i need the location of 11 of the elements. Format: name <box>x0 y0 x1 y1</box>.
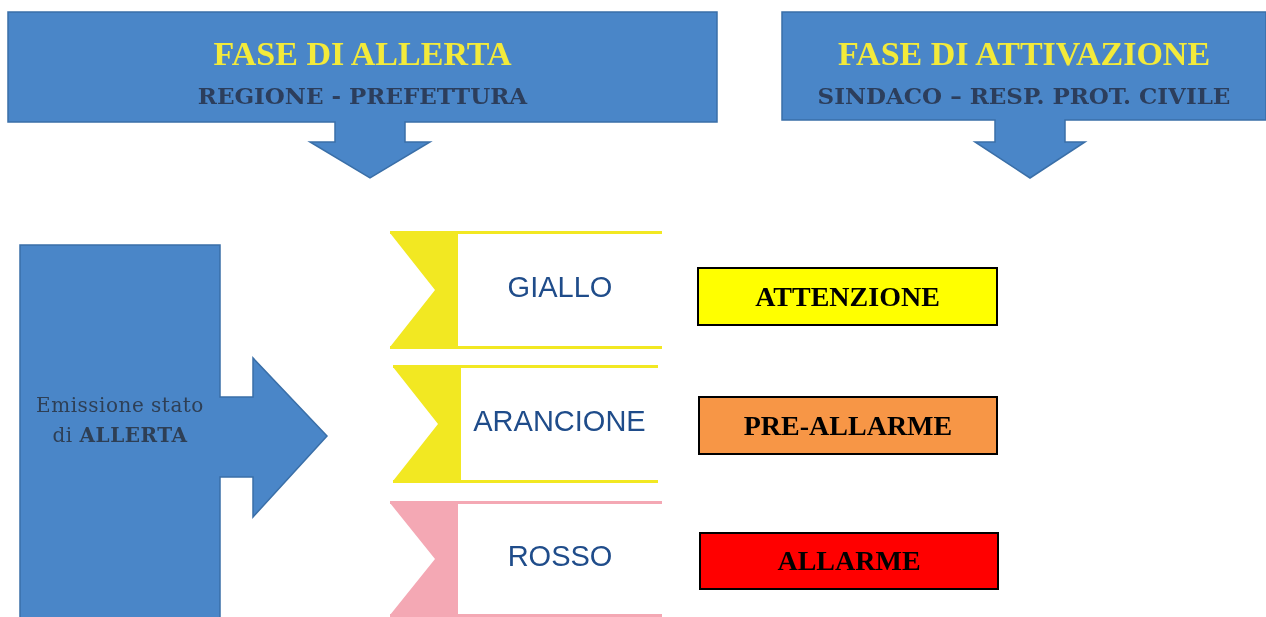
level-label: GIALLO <box>507 270 613 304</box>
phase-subtitle: SINDACO – RESP. PROT. CIVILE <box>817 81 1231 109</box>
phase-subtitle: REGIONE - PREFETTURA <box>197 81 528 109</box>
level-label: ARANCIONE <box>473 404 646 438</box>
phase-title: FASE DI ATTIVAZIONE <box>837 35 1211 73</box>
alert-level-box: PRE-ALLARME <box>698 396 998 455</box>
level-label: ROSSO <box>507 539 613 573</box>
phase-text: Emissione stato di ALLERTA <box>35 392 205 449</box>
alert-level-box: ATTENZIONE <box>697 267 998 326</box>
phase-title: FASE DI ALLERTA <box>213 35 512 73</box>
alert-level-box: ALLARME <box>699 532 999 590</box>
